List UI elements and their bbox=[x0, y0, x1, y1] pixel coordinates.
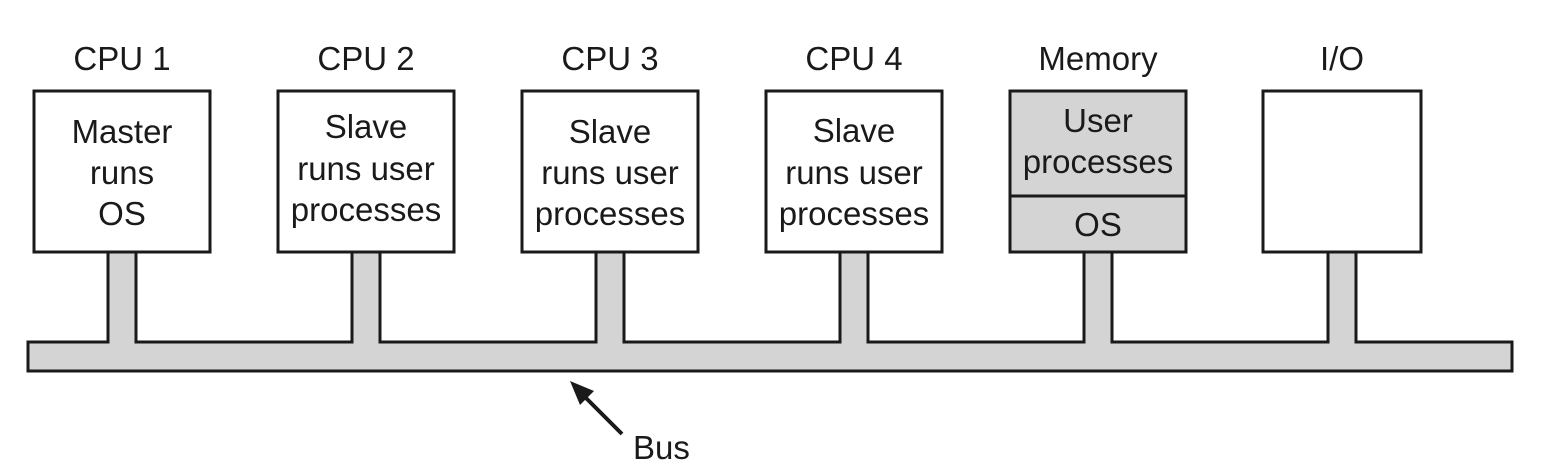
io-box bbox=[1261, 89, 1423, 254]
cpu-1-box bbox=[32, 89, 212, 254]
cpu-4-label: CPU 4 bbox=[805, 40, 902, 77]
bus-pointer: Bus bbox=[570, 381, 690, 466]
memory-user-line-2: processes bbox=[1023, 143, 1173, 180]
memory-box bbox=[1008, 89, 1188, 254]
cpu-3-label: CPU 3 bbox=[561, 40, 658, 77]
cpu-1-unit: CPU 1 Master runs OS bbox=[32, 40, 212, 254]
memory-os-label: OS bbox=[1074, 206, 1122, 243]
bus-label: Bus bbox=[633, 429, 690, 466]
bus-arrow-head bbox=[570, 381, 594, 405]
cpu-3-unit: CPU 3 Slave runs user processes bbox=[520, 40, 700, 254]
cpu-4-text-line-3: processes bbox=[779, 195, 929, 232]
cpu-3-box bbox=[520, 89, 700, 254]
cpu-4-box bbox=[764, 89, 944, 254]
bus-arrow-shaft bbox=[582, 394, 624, 436]
cpu-2-label: CPU 2 bbox=[317, 40, 414, 77]
cpu-2-text-line-2: runs user bbox=[297, 150, 435, 187]
cpu-1-text-line-3: OS bbox=[98, 195, 146, 232]
memory-unit: Memory User processes OS bbox=[1008, 40, 1188, 254]
cpu-4-unit: CPU 4 Slave runs user processes bbox=[764, 40, 944, 254]
cpu-4-text-line-1: Slave bbox=[813, 112, 896, 149]
memory-label: Memory bbox=[1038, 40, 1158, 77]
cpu-2-text-line-3: processes bbox=[291, 191, 441, 228]
cpu-1-text-line-2: runs bbox=[90, 154, 154, 191]
cpu-2-box bbox=[276, 89, 456, 254]
io-unit: I/O bbox=[1261, 40, 1423, 254]
cpu-4-text-line-2: runs user bbox=[785, 154, 923, 191]
cpu-1-label: CPU 1 bbox=[73, 40, 170, 77]
bus bbox=[26, 250, 1514, 373]
cpu-1-text-line-1: Master bbox=[72, 113, 173, 150]
cpu-3-text-line-2: runs user bbox=[541, 154, 679, 191]
cpu-3-text-line-3: processes bbox=[535, 195, 685, 232]
cpu-2-unit: CPU 2 Slave runs user processes bbox=[276, 40, 456, 254]
cpu-3-text-line-1: Slave bbox=[569, 113, 652, 150]
cpu-2-text-line-1: Slave bbox=[325, 108, 408, 145]
io-label: I/O bbox=[1320, 40, 1364, 77]
memory-user-line-1: User bbox=[1063, 102, 1133, 139]
